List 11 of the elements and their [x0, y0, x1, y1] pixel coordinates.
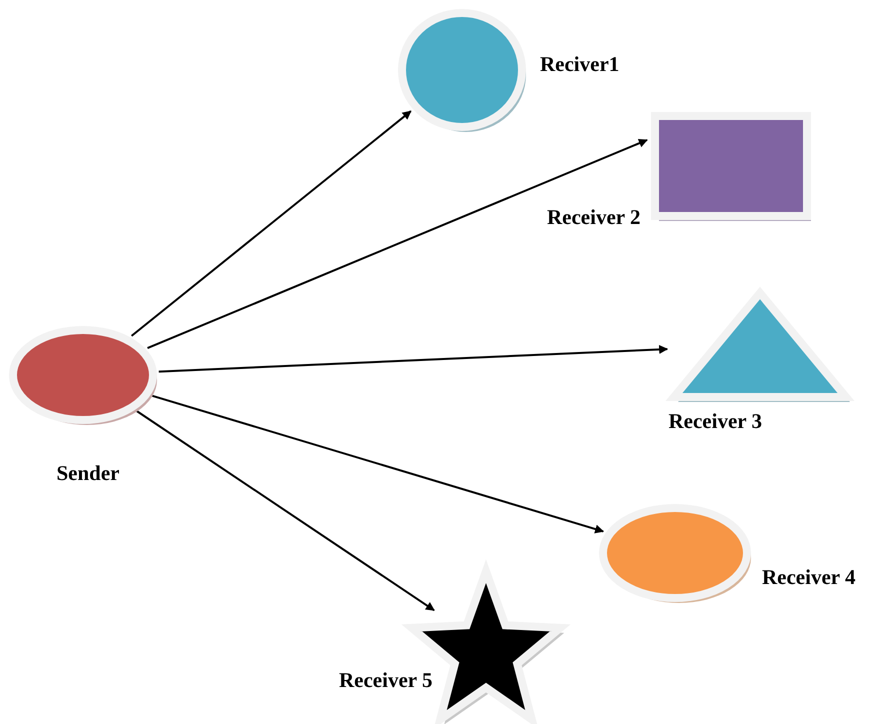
node-label: Receiver 2 [547, 205, 640, 229]
node-label: Reciver1 [540, 52, 620, 76]
node-label: Receiver 4 [762, 565, 856, 589]
arrow [158, 344, 668, 373]
node-label: Receiver 3 [668, 409, 762, 433]
arrow [130, 110, 412, 337]
arrow [136, 410, 435, 612]
arrow [152, 394, 604, 534]
arrow [147, 138, 648, 350]
node-label: Receiver 5 [339, 668, 432, 692]
node-label: Sender [56, 461, 120, 485]
